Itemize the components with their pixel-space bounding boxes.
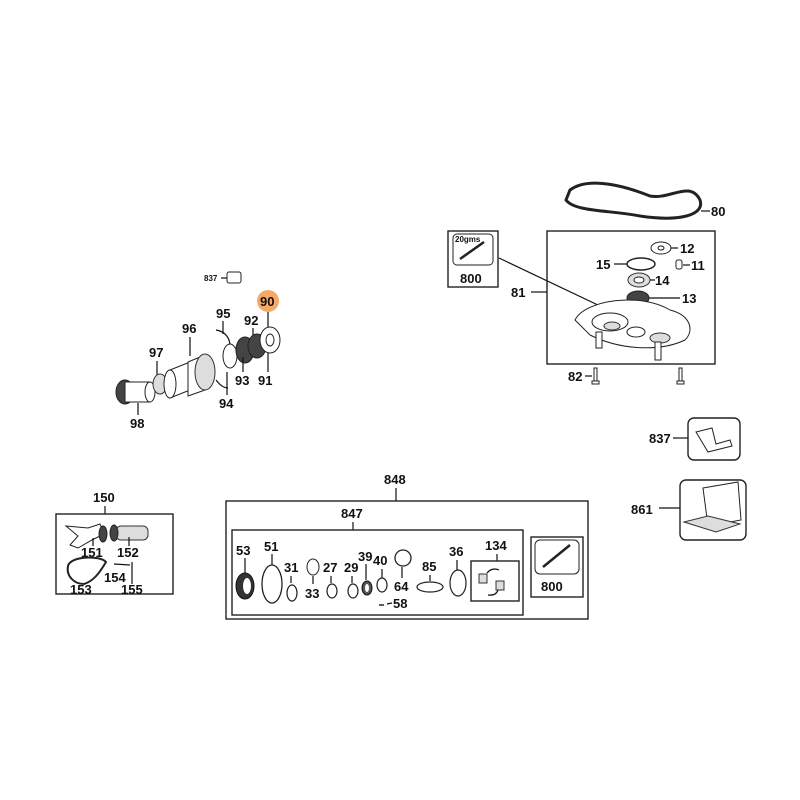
label-13[interactable]: 13 bbox=[682, 291, 696, 306]
label-837-small[interactable]: 837 bbox=[204, 274, 218, 283]
label-29[interactable]: 29 bbox=[344, 560, 358, 575]
label-848[interactable]: 848 bbox=[384, 472, 406, 487]
label-14[interactable]: 14 bbox=[655, 273, 670, 288]
label-40[interactable]: 40 bbox=[373, 553, 387, 568]
label-93[interactable]: 93 bbox=[235, 373, 249, 388]
label-151[interactable]: 151 bbox=[81, 545, 103, 560]
label-85[interactable]: 85 bbox=[422, 559, 436, 574]
carbon-brush-icon-2 bbox=[495, 580, 505, 591]
label-33[interactable]: 33 bbox=[305, 586, 319, 601]
label-800-kit[interactable]: 800 bbox=[541, 579, 563, 594]
label-58[interactable]: 58 bbox=[393, 596, 407, 611]
small-part-837-icon bbox=[226, 271, 242, 284]
service-kit-848: 848 847 53 51 31 33 27 29 39 bbox=[225, 472, 589, 620]
label-90[interactable]: 90 bbox=[260, 294, 274, 309]
label-154[interactable]: 154 bbox=[104, 570, 126, 585]
grease-gun-icon-kit bbox=[542, 544, 571, 568]
label-94[interactable]: 94 bbox=[219, 396, 234, 411]
label-155[interactable]: 155 bbox=[121, 582, 143, 597]
label-81[interactable]: 81 bbox=[511, 285, 525, 300]
part-861-case-box[interactable] bbox=[679, 479, 747, 541]
accessories: 837 861 bbox=[631, 417, 747, 541]
part-94-clip-icon bbox=[215, 379, 229, 389]
label-11[interactable]: 11 bbox=[691, 258, 705, 273]
label-97[interactable]: 97 bbox=[149, 345, 163, 360]
kit-848-box bbox=[225, 500, 589, 620]
part-51-oring-icon bbox=[261, 564, 283, 604]
part-95-clip-icon bbox=[215, 329, 231, 345]
label-27[interactable]: 27 bbox=[323, 560, 337, 575]
label-847[interactable]: 847 bbox=[341, 506, 363, 521]
part-151-clamp-icon bbox=[64, 523, 105, 549]
head-parts-drawing bbox=[115, 326, 281, 405]
head-assembly: 837 90 95 92 96 97 bbox=[115, 271, 281, 431]
part-153-strap-icon bbox=[66, 556, 108, 586]
label-12[interactable]: 12 bbox=[680, 241, 694, 256]
label-152[interactable]: 152 bbox=[117, 545, 139, 560]
carbon-brush-icon bbox=[478, 573, 488, 584]
part-64-oring-icon bbox=[394, 549, 412, 567]
label-82[interactable]: 82 bbox=[568, 369, 582, 384]
part-837-clip-icon bbox=[695, 427, 733, 453]
grease-gun-icon bbox=[459, 240, 485, 261]
label-134[interactable]: 134 bbox=[485, 538, 507, 553]
part-152-grip-icon bbox=[115, 525, 149, 541]
part-11-pin-icon bbox=[675, 259, 683, 270]
part-15-circlip-icon bbox=[626, 257, 656, 271]
grease-box-800-kit[interactable] bbox=[530, 536, 584, 598]
part-134-brushes-box[interactable] bbox=[470, 560, 520, 602]
label-800-top[interactable]: 800 bbox=[460, 271, 482, 286]
part-85-gasket-icon bbox=[416, 581, 444, 593]
part-36-oring-icon bbox=[449, 569, 467, 597]
part-93-ring-icon bbox=[222, 343, 238, 369]
label-53[interactable]: 53 bbox=[236, 543, 250, 558]
gearbox-assembly: 80 20gms 800 81 12 11 15 14 13 bbox=[447, 181, 725, 385]
leader-800-top bbox=[498, 257, 601, 307]
label-39[interactable]: 39 bbox=[358, 549, 372, 564]
part-27-oring-icon bbox=[326, 583, 338, 599]
handle-kit-150: 150 151 152 153 154 155 bbox=[55, 490, 174, 597]
kit-847-box bbox=[231, 529, 524, 616]
label-91[interactable]: 91 bbox=[258, 373, 272, 388]
label-861[interactable]: 861 bbox=[631, 502, 653, 517]
label-64[interactable]: 64 bbox=[394, 579, 409, 594]
part-82-screw-icon bbox=[593, 367, 598, 383]
part-82-screw-icon-2 bbox=[678, 367, 683, 383]
label-98[interactable]: 98 bbox=[130, 416, 144, 431]
part-33-washer-icon bbox=[306, 558, 320, 576]
label-80[interactable]: 80 bbox=[711, 204, 725, 219]
part-31-oring-icon bbox=[286, 584, 298, 602]
label-92[interactable]: 92 bbox=[244, 313, 258, 328]
grease-amount-label: 20gms bbox=[455, 235, 481, 244]
part-837-box[interactable] bbox=[687, 417, 741, 461]
label-96[interactable]: 96 bbox=[182, 321, 196, 336]
label-15[interactable]: 15 bbox=[596, 257, 610, 272]
part-40-oring-icon bbox=[376, 577, 388, 593]
label-31[interactable]: 31 bbox=[284, 560, 298, 575]
part-80-gasket-icon bbox=[564, 181, 703, 220]
highlight-circle-90 bbox=[257, 290, 279, 312]
part-154-rod-icon bbox=[113, 563, 131, 566]
label-51[interactable]: 51 bbox=[264, 539, 278, 554]
label-153[interactable]: 153 bbox=[70, 582, 92, 597]
carrying-case-icon bbox=[702, 481, 742, 527]
housing-81-box bbox=[546, 230, 716, 365]
part-29-oring-icon bbox=[347, 583, 359, 599]
label-150[interactable]: 150 bbox=[93, 490, 115, 505]
handle-kit-box bbox=[55, 513, 174, 595]
leader-58 bbox=[386, 602, 393, 605]
label-36[interactable]: 36 bbox=[449, 544, 463, 559]
label-95[interactable]: 95 bbox=[216, 306, 230, 321]
label-837[interactable]: 837 bbox=[649, 431, 671, 446]
grease-box-800-top[interactable] bbox=[447, 230, 499, 288]
